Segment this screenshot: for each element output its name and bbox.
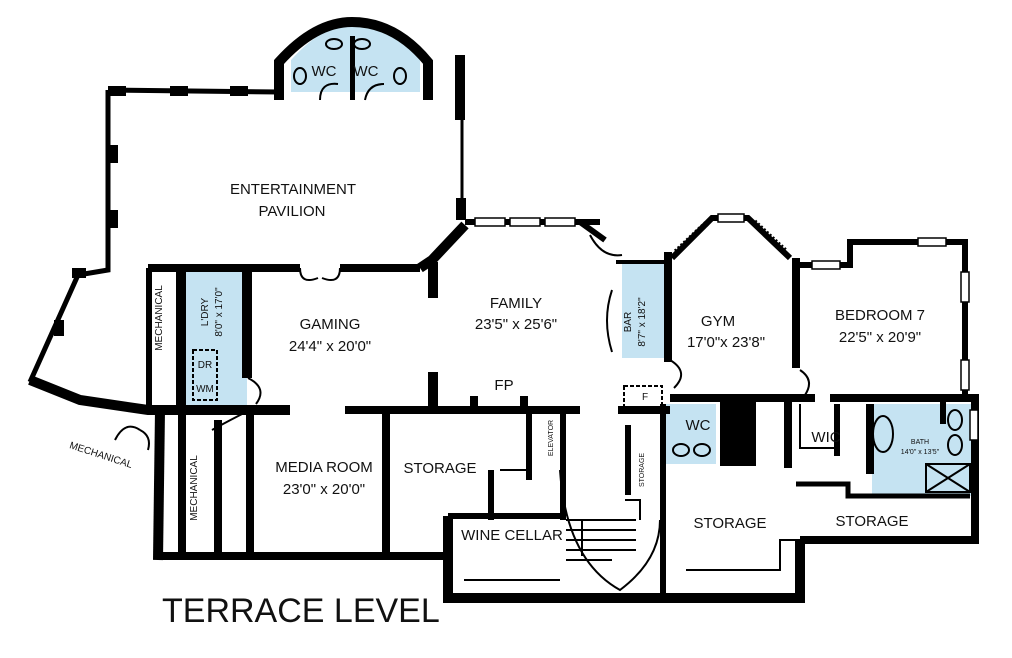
dryer-label: DR bbox=[198, 360, 212, 371]
gaming-dim-label: 24'4" x 20'0" bbox=[289, 338, 371, 355]
gym-dim-label: 17'0"x 23'8" bbox=[687, 334, 765, 351]
walls bbox=[27, 16, 979, 603]
entertainment-label-2: PAVILION bbox=[259, 203, 326, 220]
storage-2-label: STORAGE bbox=[639, 453, 646, 487]
wc-area bbox=[291, 22, 420, 92]
mechanical-outside-label: MECHANICAL bbox=[68, 440, 134, 471]
bedroom7-dim-label: 22'5" x 20'9" bbox=[839, 329, 921, 346]
windows bbox=[474, 213, 979, 441]
room-labels: WC WC ENTERTAINMENT PAVILION MECHANICAL … bbox=[68, 63, 940, 630]
wc-left-label: WC bbox=[312, 63, 337, 80]
family-label: FAMILY bbox=[490, 295, 542, 312]
bar-dim-label: 8'7" x 18'2" bbox=[637, 297, 648, 347]
storage-1-label: STORAGE bbox=[403, 460, 476, 477]
wine-cellar-label: WINE CELLAR bbox=[461, 527, 563, 544]
f-label: F bbox=[642, 392, 648, 403]
bar-area bbox=[622, 262, 668, 358]
laundry-label: L'DRY bbox=[200, 297, 211, 326]
washer-label: WM bbox=[196, 384, 214, 395]
wc-right-label: WC bbox=[354, 63, 379, 80]
bedroom7-label: BEDROOM 7 bbox=[835, 307, 925, 324]
wic-label: WIC bbox=[811, 429, 840, 446]
entertainment-label-1: ENTERTAINMENT bbox=[230, 181, 356, 198]
bath-label: BATH bbox=[911, 439, 929, 446]
mechanical-top-label: MECHANICAL bbox=[154, 285, 165, 351]
wc-mid-label: WC bbox=[686, 417, 711, 434]
media-dim-label: 23'0" x 20'0" bbox=[283, 481, 365, 498]
storage-3-label: STORAGE bbox=[693, 515, 766, 532]
gaming-label: GAMING bbox=[300, 316, 361, 333]
bar-label: BAR bbox=[623, 312, 634, 333]
gym-label: GYM bbox=[701, 313, 735, 330]
fireplace-label: FP bbox=[494, 377, 513, 394]
thin-lines bbox=[114, 38, 971, 592]
family-dim-label: 23'5" x 25'6" bbox=[475, 316, 557, 333]
plan-title: TERRACE LEVEL bbox=[162, 592, 440, 630]
media-room-label: MEDIA ROOM bbox=[275, 459, 373, 476]
laundry-dim-label: 8'0" x 17'0" bbox=[214, 287, 225, 337]
elevator-label: ELEVATOR bbox=[548, 420, 555, 456]
storage-4-label: STORAGE bbox=[835, 513, 908, 530]
mechanical-left-label: MECHANICAL bbox=[189, 455, 200, 521]
bath-dim-label: 14'0" x 13'5" bbox=[901, 449, 940, 456]
